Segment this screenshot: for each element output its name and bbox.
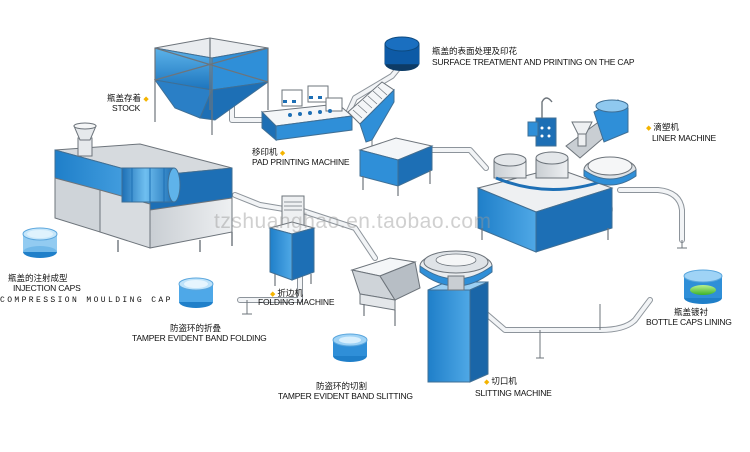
label-surface-cn: 瓶盖的表面处理及印花 [432, 46, 518, 56]
liner-machine [476, 97, 637, 253]
injection-machine [54, 122, 233, 252]
label-compression-en: COMPRESSION MOULDING CAP [0, 296, 173, 305]
label-slitting-en: SLITTING MACHINE [475, 388, 552, 398]
pad-printing-machine [260, 85, 354, 142]
label-tamper-slit-en: TAMPER EVIDENT BAND SLITTING [278, 391, 413, 401]
label-injection-cn: 瓶盖的注射成型 [8, 273, 68, 283]
label-folding-cn: ◆折边机 [270, 288, 303, 298]
label-liner-cn: ◆滴塑机 [646, 122, 679, 132]
cap-sample-lining [683, 269, 723, 304]
stock-silo [153, 37, 269, 135]
label-tamper-fold-cn: 防盗环的折叠 [170, 323, 222, 333]
label-pad-en: PAD PRINTING MACHINE [252, 157, 350, 167]
elevator-conveyor [347, 81, 395, 162]
label-tamper-slit-cn: 防盗环的切割 [316, 381, 368, 391]
cap-sample-slitting [332, 333, 368, 362]
label-folding-en: FOLDING MACHINE [258, 297, 335, 307]
label-surface-en: SURFACE TREATMENT AND PRINTING ON THE CA… [432, 57, 635, 67]
label-liner-en: LINER MACHINE [652, 133, 716, 143]
slitting-machine [419, 250, 493, 383]
label-lining-en: BOTTLE CAPS LINING [646, 317, 732, 327]
label-pad-cn: 移印机 ◆ [252, 147, 286, 157]
cap-sample-folding [178, 277, 214, 308]
folding-machine [268, 195, 316, 286]
collector-tray [358, 137, 434, 196]
label-stock-en: STOCK [112, 103, 141, 113]
cap-sample-surface [384, 36, 420, 71]
label-lining-cn: 瓶盖镀衬 [674, 307, 709, 317]
cap-sample-injection [22, 227, 58, 258]
label-injection-en: INJECTION CAPS [13, 283, 81, 293]
label-tamper-fold-en: TAMPER EVIDENT BAND FOLDING [132, 333, 267, 343]
label-slitting-cn: ◆切口机 [484, 376, 517, 386]
watermark-text: tzshuanghao.en.taobao.com [214, 210, 492, 233]
pipe-supports [242, 240, 687, 359]
label-stock-cn: 瓶盖存着 ◆ [107, 93, 149, 103]
sorting-hopper [350, 257, 421, 326]
